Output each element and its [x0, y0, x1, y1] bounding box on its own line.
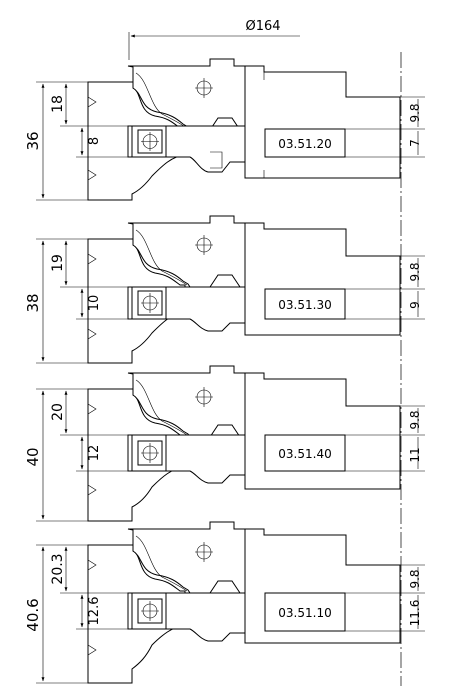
workpiece-break-mark: [87, 96, 97, 108]
total-height: 36: [24, 131, 42, 150]
dim-right-top: 9.8: [408, 103, 422, 122]
upper-height: 20: [50, 403, 66, 421]
cutter-code: 03.51.40: [278, 447, 331, 461]
cutter-03-51-30: 03.51.30 9.8 9 38 19 10: [24, 215, 425, 364]
workpiece-break-mark: [87, 644, 97, 656]
screw-crosshair: [141, 293, 159, 313]
screw-crosshair: [141, 601, 159, 621]
code-label-box: [264, 128, 346, 158]
upper-height: 20.3: [50, 553, 66, 584]
diameter-dimension: Ø164: [128, 19, 300, 60]
diameter-label: Ø164: [245, 19, 280, 34]
dim-right-bottom: 11: [408, 447, 422, 462]
cutter-shank: [244, 222, 401, 336]
cutter-shank: [244, 65, 401, 179]
workpiece-break-mark: [87, 484, 97, 496]
cutter-code: 03.51.10: [278, 606, 331, 620]
code-label-box: [264, 434, 346, 472]
bolt-crosshair: [195, 235, 213, 255]
upper-height: 18: [50, 95, 66, 113]
cutter-head: [127, 365, 246, 440]
cutter-shank: [244, 372, 401, 490]
workpiece-break-mark: [87, 169, 97, 181]
workpiece-break-mark: [87, 253, 97, 265]
cutter-03-51-40: 03.51.40 9.8 11 40 20 12: [24, 365, 425, 522]
cutter-code: 03.51.20: [278, 137, 331, 151]
cutter-03-51-10: 03.51.10 9.8 11.6 40.6 20.3 12.6: [24, 521, 425, 684]
cutter-head: [127, 521, 246, 596]
cutter-head: [127, 58, 246, 133]
dim-right-bottom: 11.6: [408, 600, 422, 627]
total-height: 40: [24, 447, 42, 466]
leader-lines: [345, 255, 425, 320]
cutter-03-51-20: 03.51.20 9.8 7 36 18 8: [24, 58, 425, 201]
dim-right-bottom: 7: [408, 139, 422, 147]
screw-crosshair: [141, 443, 159, 463]
total-height: 40.6: [24, 598, 42, 631]
extension-lines: [36, 544, 128, 684]
dim-right-top: 9.8: [408, 262, 422, 281]
workpiece-break-mark: [87, 328, 97, 340]
core-height: 8: [87, 137, 102, 145]
cutter-edge-line: [135, 535, 188, 592]
core-height: 12.6: [87, 597, 102, 626]
core-height: 12: [87, 445, 102, 462]
fixture-notch: [210, 151, 223, 169]
cutter-edge-line: [135, 379, 188, 436]
code-label-box: [264, 288, 346, 320]
leader-lines: [345, 564, 425, 632]
cutter-edge-line: [135, 72, 188, 129]
workpiece-break-mark: [87, 559, 97, 571]
cutter-head: [127, 215, 246, 290]
dim-right-top: 9.8: [408, 410, 422, 429]
core-height: 10: [87, 295, 102, 312]
cutter-shank: [244, 528, 401, 644]
extension-lines: [36, 238, 128, 364]
code-label-box: [264, 592, 346, 632]
screw-crosshair: [141, 132, 159, 151]
workpiece-break-mark: [87, 403, 97, 415]
cutter-edge-line: [135, 229, 188, 286]
leader-lines: [345, 405, 425, 472]
extension-lines: [36, 81, 128, 201]
upper-height: 19: [50, 254, 66, 272]
dim-right-bottom: 9: [408, 301, 422, 309]
bolt-crosshair: [195, 387, 213, 407]
leader-lines: [345, 96, 425, 158]
cutter-code: 03.51.30: [278, 298, 331, 312]
dim-right-top: 9.8: [408, 569, 422, 588]
total-height: 38: [24, 293, 42, 312]
extension-lines: [36, 388, 128, 522]
bolt-crosshair: [195, 542, 213, 562]
bolt-crosshair: [195, 78, 213, 98]
